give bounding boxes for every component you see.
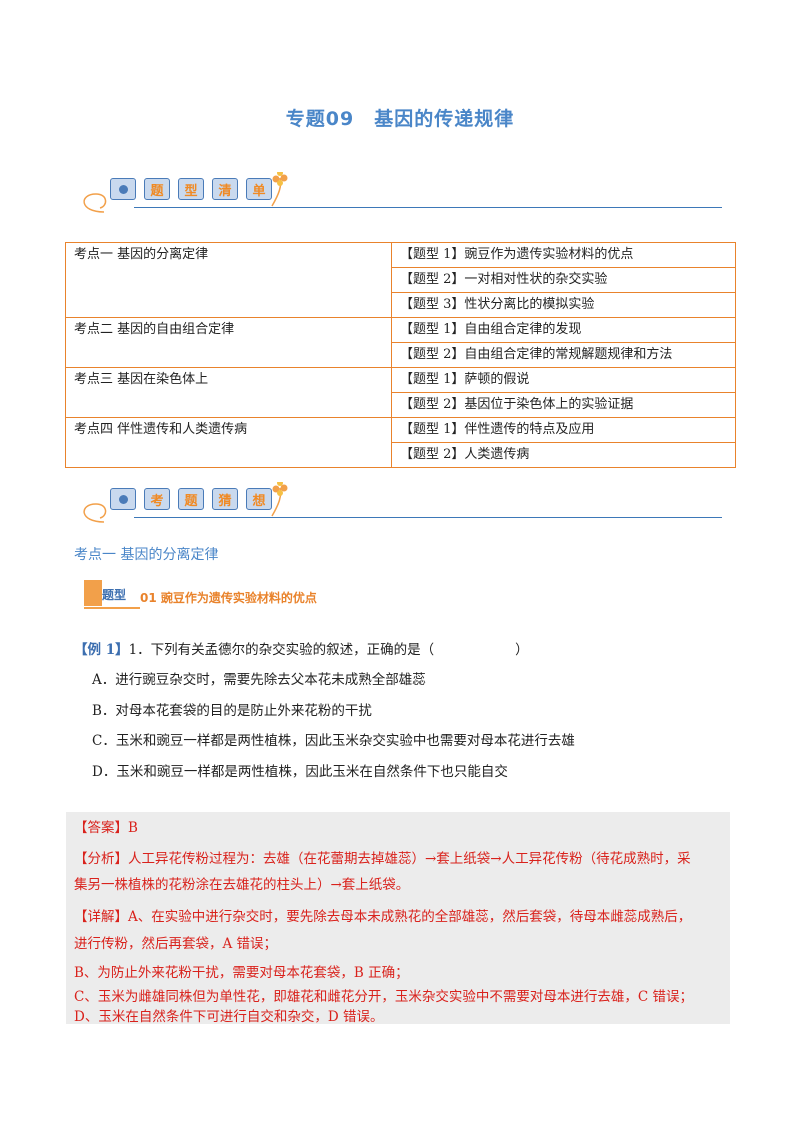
- table-row: 考点四 伴性遗传和人类遗传病 【题型 1】伴性遗传的特点及应用: [65, 417, 736, 468]
- question-stem: 【例 1】1．下列有关孟德尔的杂交实验的叙述，正确的是（ ）: [74, 640, 529, 660]
- table-row: 【题型 2】一对相对性状的杂交实验: [66, 267, 736, 293]
- banner-char-box: 题: [144, 178, 170, 200]
- banner-char-box: 型: [178, 178, 204, 200]
- section-banner-question-list: 题 型 清 单: [74, 172, 722, 213]
- swirl-flower-icon: [83, 482, 288, 523]
- answer-line: 【答案】B: [74, 820, 138, 836]
- option-b: B．对母本花套袋的目的是防止外来花粉的干扰: [92, 703, 372, 719]
- banner-char-box: 清: [212, 178, 238, 200]
- table-row: 【题型 2】基因位于染色体上的实验证据: [66, 392, 736, 418]
- question-type-name: 01 豌豆作为遗传实验材料的优点: [140, 591, 317, 605]
- banner-char-box: 考: [144, 488, 170, 510]
- kaodian-table: 考点一 基因的分离定律 【题型 1】豌豆作为遗传实验材料的优点 【题型 2】一对…: [65, 242, 736, 468]
- tixing-cell: 【题型 2】自由组合定律的常规解题规律和方法: [391, 342, 736, 368]
- detail-line: 进行传粉，然后再套袋，A 错误；: [74, 936, 278, 952]
- answer-box: 【答案】B 【分析】人工异花传粉过程为：去雄（在花蕾期去掉雄蕊）→套上纸袋→人工…: [66, 812, 730, 1025]
- detail-line: D、玉米在自然条件下可进行自交和杂交，D 错误。: [74, 1009, 384, 1025]
- section-banner-exam-prediction: 考 题 猜 想: [74, 482, 722, 523]
- tixing-cell: 【题型 1】萨顿的假说: [391, 367, 736, 393]
- dot-icon: [118, 184, 128, 194]
- table-row: 【题型 3】性状分离比的模拟实验: [66, 292, 736, 318]
- kaodian-cell: 考点四 伴性遗传和人类遗传病: [65, 417, 392, 468]
- swirl-flower-icon: [83, 172, 288, 213]
- tixing-cell: 【题型 2】一对相对性状的杂交实验: [391, 267, 736, 293]
- table-row: 考点一 基因的分离定律 【题型 1】豌豆作为遗传实验材料的优点: [65, 242, 736, 318]
- question-type-header: 题型 01 豌豆作为遗传实验材料的优点: [84, 580, 384, 609]
- analysis-line: 集另一株植株的花粉涂在去雄花的柱头上）→套上纸袋。: [74, 877, 410, 893]
- tixing-cell: 【题型 1】豌豆作为遗传实验材料的优点: [391, 242, 736, 268]
- section-heading: 考点一 基因的分离定律: [74, 547, 219, 563]
- detail-line: B、为防止外来花粉干扰，需要对母本花套袋，B 正确；: [74, 965, 409, 981]
- tixing-cell: 【题型 3】性状分离比的模拟实验: [391, 292, 736, 318]
- orange-square-icon: [84, 580, 102, 606]
- question-text: 1．下列有关孟德尔的杂交实验的叙述，正确的是（ ）: [128, 642, 529, 658]
- tixing-cell: 【题型 1】自由组合定律的发现: [391, 317, 736, 343]
- option-a: A．进行豌豆杂交时，需要先除去父本花未成熟全部雄蕊: [92, 672, 426, 688]
- banner-char-box: 题: [178, 488, 204, 510]
- table-row: 考点三 基因在染色体上 【题型 1】萨顿的假说: [65, 367, 736, 418]
- example-label: 【例 1】: [74, 642, 129, 658]
- banner-char-box: 单: [246, 178, 272, 200]
- page-title: 专题09 基因的传递规律: [285, 108, 515, 130]
- tixing-cell: 【题型 2】人类遗传病: [391, 442, 736, 468]
- banner-dot-box: [110, 488, 136, 510]
- dot-icon: [118, 494, 128, 504]
- kaodian-cell: 考点二 基因的自由组合定律: [65, 317, 392, 368]
- table-row: 【题型 2】人类遗传病: [66, 442, 736, 468]
- tag-underline: [84, 607, 140, 609]
- banner-dot-box: [110, 178, 136, 200]
- banner-char-box: 猜: [212, 488, 238, 510]
- tixing-cell: 【题型 1】伴性遗传的特点及应用: [391, 417, 736, 443]
- option-c: C．玉米和豌豆一样都是两性植株，因此玉米杂交实验中也需要对母本花进行去雄: [92, 733, 575, 749]
- analysis-line: 【分析】人工异花传粉过程为：去雄（在花蕾期去掉雄蕊）→套上纸袋→人工异花传粉（待…: [74, 851, 691, 867]
- kaodian-cell: 考点三 基因在染色体上: [65, 367, 392, 418]
- question-type-tag: 题型: [102, 588, 127, 602]
- table-row: 考点二 基因的自由组合定律 【题型 1】自由组合定律的发现: [65, 317, 736, 368]
- kaodian-cell: 考点一 基因的分离定律: [65, 242, 392, 318]
- banner-char-box: 想: [246, 488, 272, 510]
- option-d: D．玉米和豌豆一样都是两性植株，因此玉米在自然条件下也只能自交: [92, 764, 508, 780]
- detail-line: 【详解】A、在实验中进行杂交时，要先除去母本未成熟花的全部雄蕊，然后套袋，待母本…: [74, 909, 692, 925]
- tixing-cell: 【题型 2】基因位于染色体上的实验证据: [391, 392, 736, 418]
- detail-line: C、玉米为雌雄同株但为单性花，即雄花和雌花分开，玉米杂交实验中不需要对母本进行去…: [74, 989, 693, 1005]
